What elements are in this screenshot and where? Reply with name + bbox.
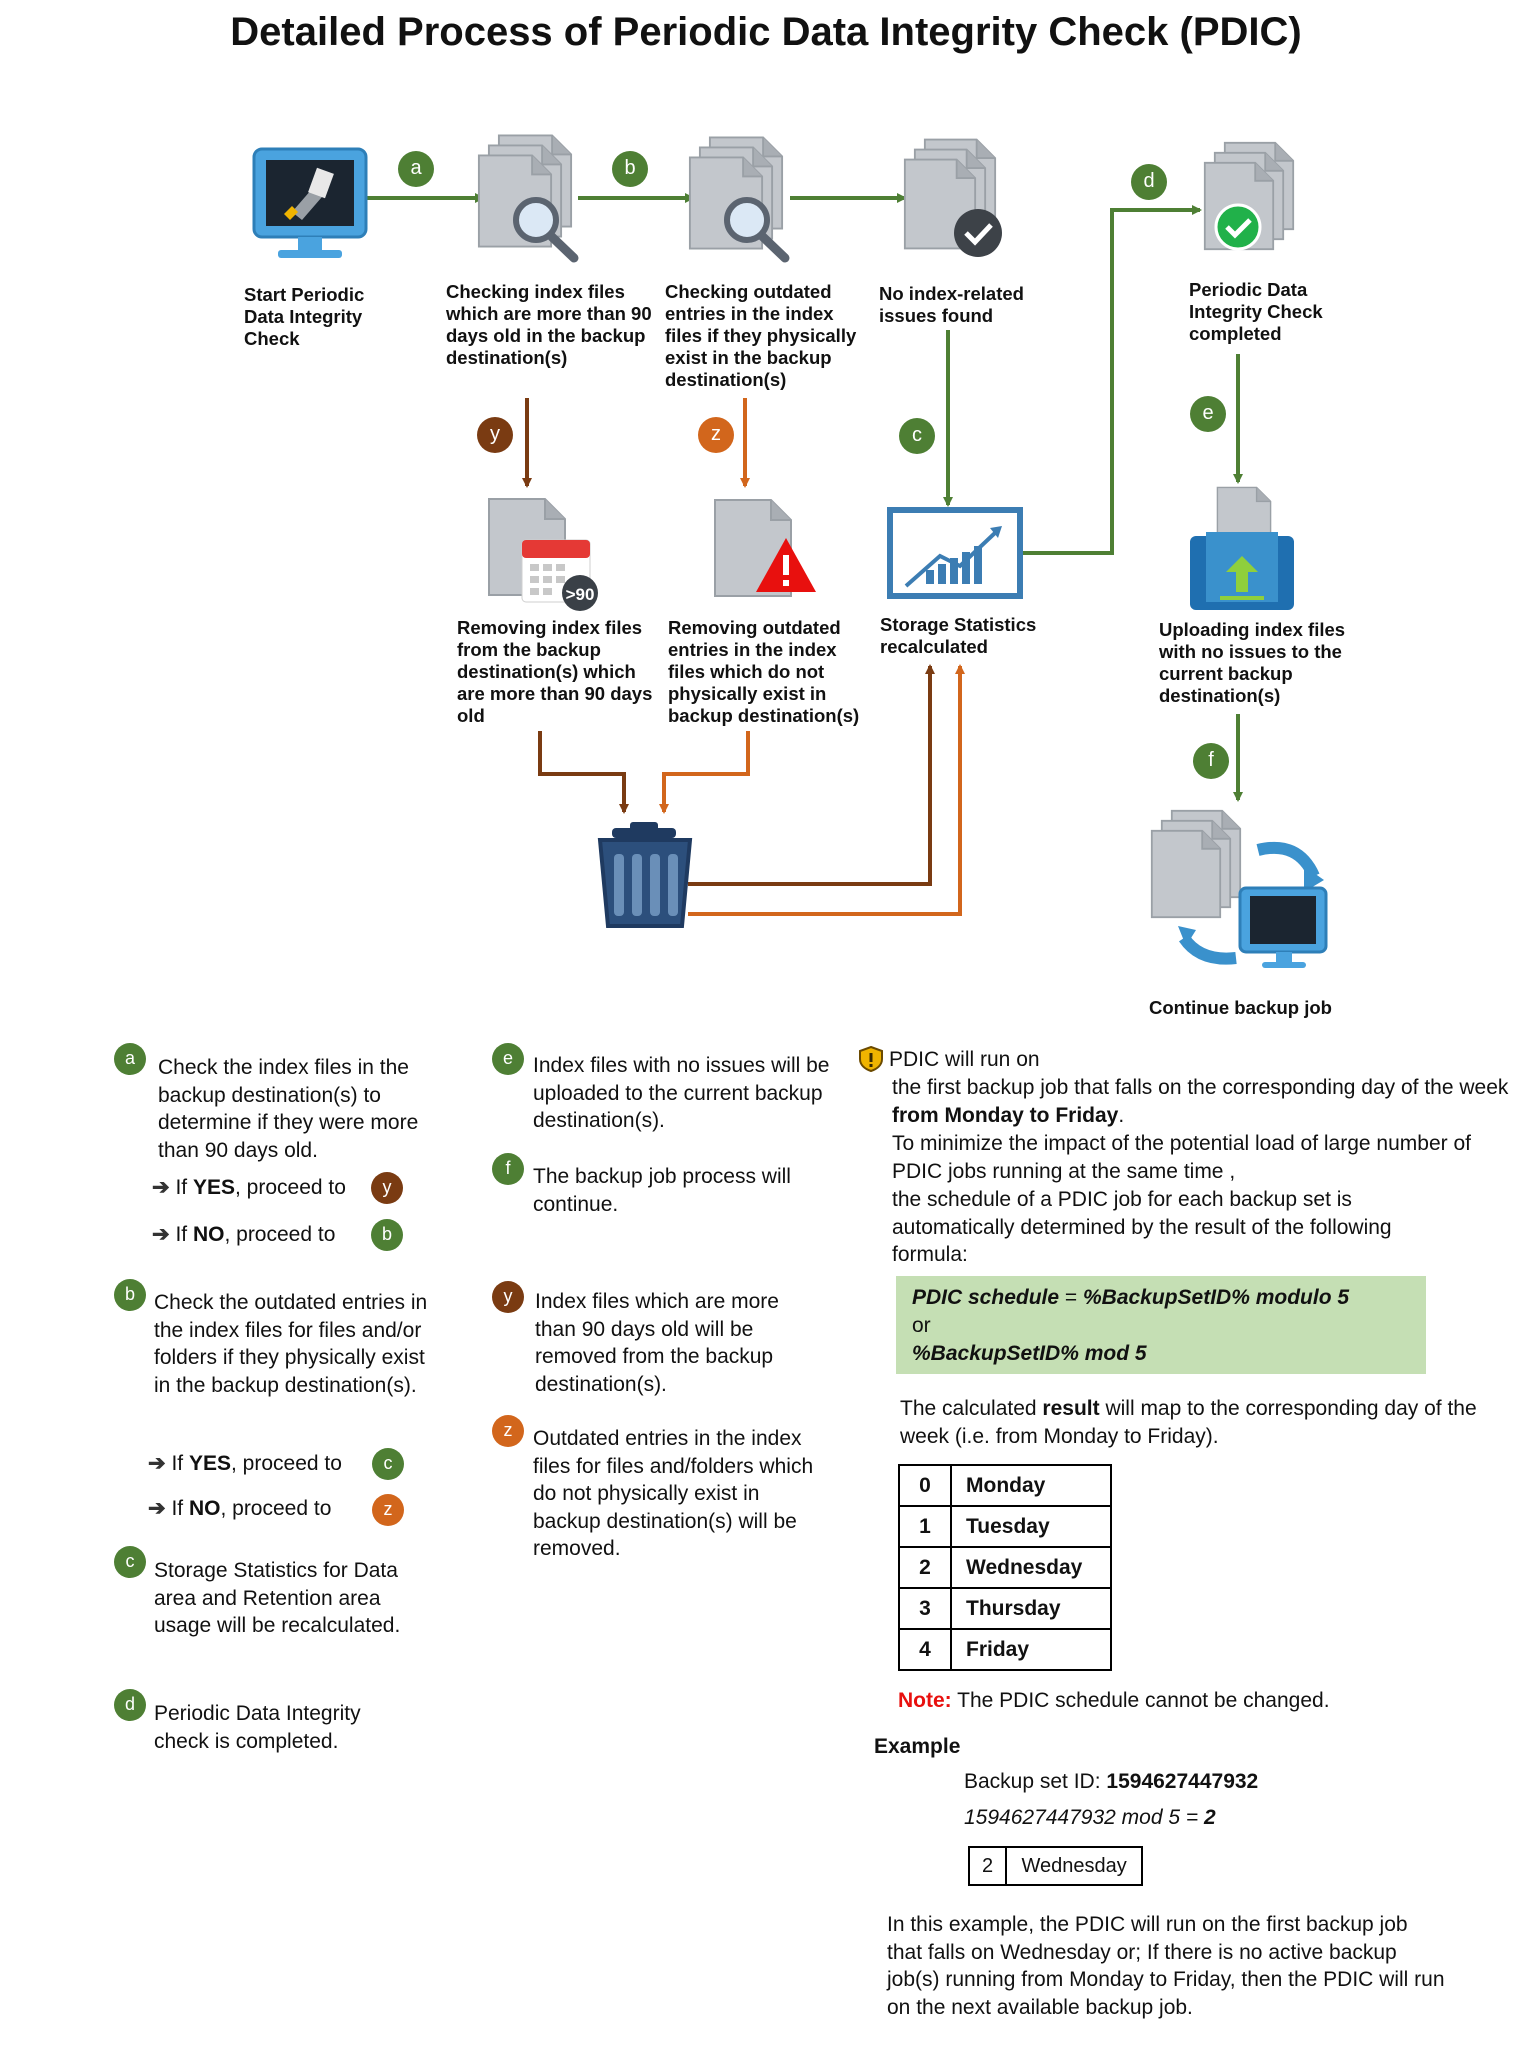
info-line4: the schedule of a PDIC job for each back…: [892, 1188, 1392, 1266]
trash-icon: [597, 822, 693, 928]
step-b-badge: b: [612, 151, 648, 187]
info-line2: the first backup job that falls on the c…: [892, 1076, 1509, 1127]
shield-warning-icon: [859, 1046, 883, 1072]
arrow-trash-to-recalc-1: [688, 664, 935, 886]
flow-diagram: >90: [252, 134, 1328, 968]
step-y-badge: y: [477, 417, 513, 453]
arrow-remove90-to-trash: [538, 731, 629, 814]
step-e-badge: e: [1190, 396, 1226, 432]
legend-a-badge: a: [114, 1043, 146, 1075]
days-90-badge-text: >90: [566, 585, 595, 604]
upload-label: Uploading index files with no issues to …: [1159, 619, 1346, 706]
legend-z-badge: z: [492, 1415, 524, 1447]
legend-z-text: Outdated entries in the index files for …: [533, 1427, 814, 1560]
legend-c-text: Storage Statistics for Data area and Ret…: [154, 1559, 401, 1637]
closing-text: In this example, the PDIC will run on th…: [887, 1913, 1445, 2019]
note-text: Note: The PDIC schedule cannot be change…: [898, 1689, 1330, 1712]
step-f-badge: f: [1193, 743, 1229, 779]
legend-a-no-badge: b: [371, 1219, 403, 1251]
legend-y-text: Index files which are more than 90 days …: [535, 1290, 779, 1396]
document-search-icon: [477, 134, 579, 263]
example-heading: Example: [874, 1735, 961, 1758]
legend-a-yes: ➔ If YES, proceed to: [152, 1176, 346, 1199]
step-z-badge: z: [698, 417, 734, 453]
recalc-label: Storage Statistics recalculated: [880, 614, 1037, 657]
document-search-icon: [688, 136, 790, 263]
arrow-removeoutdated-to-trash: [659, 731, 750, 814]
result-text: The calculated result will map to the co…: [900, 1397, 1477, 1448]
monitor-icon: [252, 147, 368, 258]
formula-line1: PDIC schedule = %BackupSetID% modulo 5: [912, 1286, 1350, 1309]
arrow-right-icon: ➔: [152, 1176, 170, 1199]
legend-d-badge: d: [114, 1689, 146, 1721]
no-issues-label: No index-related issues found: [879, 283, 1024, 326]
legend-e-badge: e: [492, 1043, 524, 1075]
legend-a-yes-badge: y: [371, 1172, 403, 1204]
legend-f-badge: f: [492, 1153, 524, 1185]
check-90-label: Checking index files which are more than…: [446, 281, 652, 368]
legend-b-text: Check the outdated entries in the index …: [154, 1291, 428, 1397]
arrow-right-icon: ➔: [148, 1497, 166, 1520]
arrow-right-icon: ➔: [152, 1223, 170, 1246]
formula-or: or: [912, 1314, 931, 1337]
legend-a-no: ➔ If NO, proceed to: [152, 1223, 336, 1246]
continue-label: Continue backup job: [1149, 997, 1332, 1018]
step-d-badge: d: [1131, 164, 1167, 200]
start-label: Start Periodic Data Integrity Check: [244, 284, 365, 349]
info-line3: To minimize the impact of the potential …: [892, 1132, 1471, 1183]
legend-b-yes-badge: c: [372, 1448, 404, 1480]
arrow-right-icon: ➔: [148, 1452, 166, 1475]
upload-icon: [1190, 486, 1294, 610]
calendar-90-days-icon: >90: [488, 498, 598, 611]
completed-label: Periodic Data Integrity Check completed: [1189, 279, 1323, 344]
document-warning-icon: [713, 498, 816, 598]
legend-e-text: Index files with no issues will be uploa…: [533, 1054, 830, 1132]
legend-b-yes: ➔ If YES, proceed to: [148, 1452, 342, 1475]
legend-y-badge: y: [492, 1281, 524, 1313]
documents-check-icon: [903, 138, 1002, 257]
legend-b-no-badge: z: [372, 1494, 404, 1526]
remove-outdated-label: Removing outdated entries in the index f…: [668, 617, 860, 726]
arrow-d: [1022, 205, 1202, 555]
formula-line2: %BackupSetID% mod 5: [912, 1342, 1147, 1365]
legend-c-badge: c: [114, 1546, 146, 1578]
legend-b-badge: b: [114, 1279, 146, 1311]
step-c-badge: c: [899, 418, 935, 454]
step-a-badge: a: [398, 151, 434, 187]
example-id: Backup set ID: 1594627447932: [964, 1770, 1259, 1793]
info-line1: PDIC will run on: [889, 1048, 1040, 1071]
formula-box: PDIC schedule = %BackupSetID% modulo 5 o…: [896, 1276, 1426, 1374]
arrow-trash-to-recalc-2: [688, 664, 965, 916]
page-title: Detailed Process of Periodic Data Integr…: [230, 10, 1302, 54]
legend-a-text: Check the index files in the backup dest…: [158, 1056, 419, 1162]
check-outdated-label: Checking outdated entries in the index f…: [665, 281, 857, 390]
legend-d-text: Periodic Data Integrity check is complet…: [154, 1702, 361, 1753]
documents-completed-icon: [1203, 141, 1295, 251]
remove-90-label: Removing index files from the backup des…: [457, 617, 653, 726]
legend-f-text: The backup job process will continue.: [533, 1165, 791, 1216]
statistics-chart-icon: [887, 507, 1023, 599]
legend-b-no: ➔ If NO, proceed to: [148, 1497, 332, 1520]
continue-backup-icon: [1150, 809, 1328, 968]
example-calc: 1594627447932 mod 5 = 2: [964, 1806, 1216, 1829]
